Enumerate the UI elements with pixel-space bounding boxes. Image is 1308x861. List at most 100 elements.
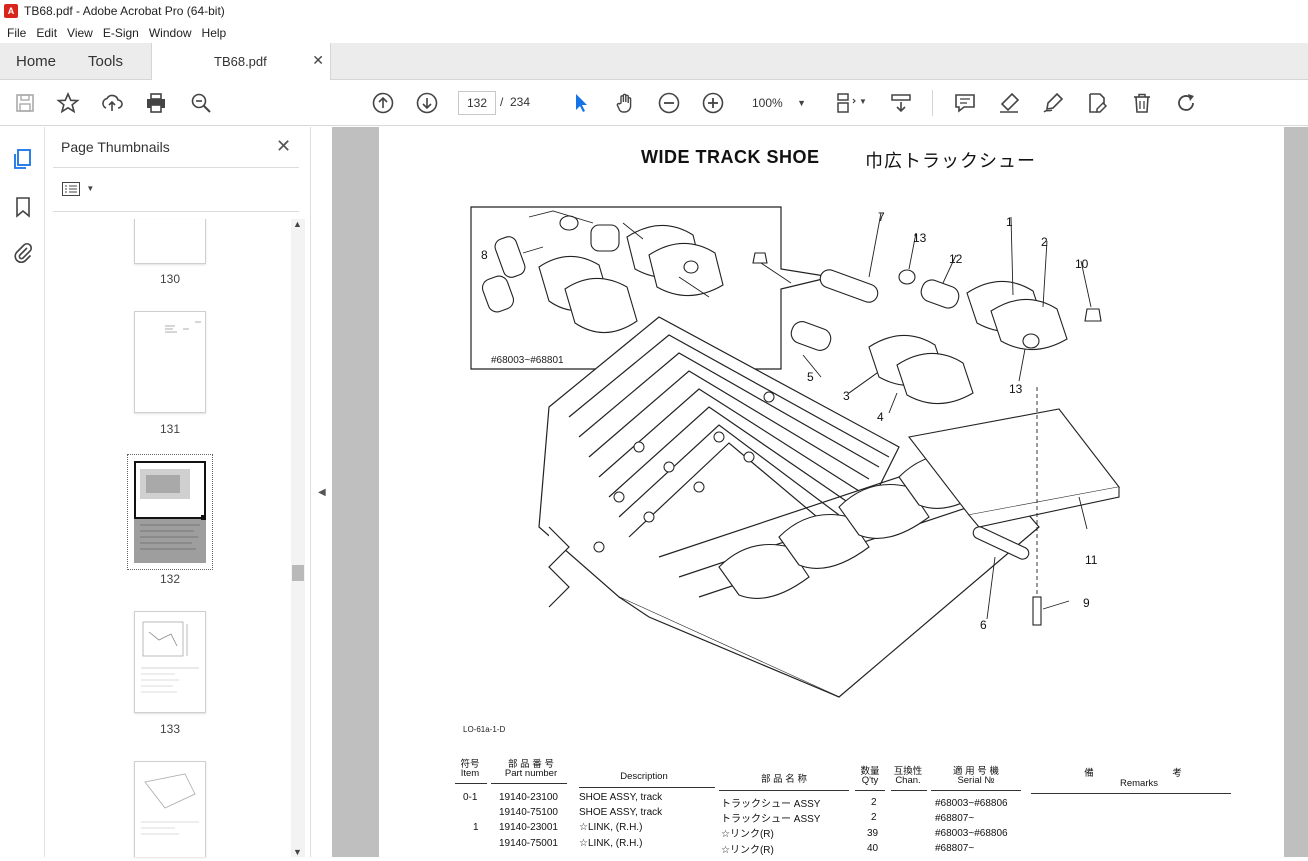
page-title-english: WIDE TRACK SHOE xyxy=(641,147,820,167)
highlight-pen-icon[interactable] xyxy=(997,91,1021,115)
callout-label: 11 xyxy=(1085,553,1098,567)
thumbnail-options-button[interactable]: ▼ xyxy=(62,181,94,196)
menu-esign[interactable]: E-Sign xyxy=(102,25,139,40)
main-toolbar: 132 / 234 100% ▼ ▼ xyxy=(0,80,1308,126)
table-rule xyxy=(455,783,487,784)
tab-home[interactable]: Home xyxy=(16,53,57,70)
callout-label: 4 xyxy=(877,410,884,424)
scrollbar-thumb[interactable] xyxy=(292,565,304,581)
cell-description: ☆LINK, (R.H.) xyxy=(579,822,643,833)
cell-description: SHOE ASSY, track xyxy=(579,792,663,803)
sign-pen-icon[interactable] xyxy=(1041,91,1065,115)
hand-tool-icon[interactable] xyxy=(613,91,637,115)
cell-serial: #68003~#68806 xyxy=(935,798,1008,809)
inset-serial-range: #68003~#68801 xyxy=(491,355,564,366)
bookmark-star-icon[interactable] xyxy=(56,91,80,115)
cell-item: 0-1 xyxy=(463,792,478,803)
callout-label: 7 xyxy=(878,210,885,224)
header-serial-en: Serial № xyxy=(957,775,995,786)
save-icon[interactable] xyxy=(13,91,37,115)
delete-trash-icon[interactable] xyxy=(1130,91,1154,115)
menu-help[interactable]: Help xyxy=(201,25,227,40)
zoom-out-icon[interactable] xyxy=(657,91,681,115)
thumbnail-preview xyxy=(141,773,199,835)
cell-part-number: 19140-75100 xyxy=(499,807,558,818)
cell-serial: #68807~ xyxy=(935,843,975,854)
thumbnail-label: 132 xyxy=(159,572,181,586)
cell-part-number: 19140-75001 xyxy=(499,838,558,849)
header-chan-en: Chan. xyxy=(895,775,921,786)
cell-description: ☆LINK, (R.H.) xyxy=(579,838,643,849)
callout-label: 13 xyxy=(913,231,927,245)
print-icon[interactable] xyxy=(144,91,168,115)
thumbnail-label: 130 xyxy=(159,272,181,286)
thumbnail-page-134[interactable] xyxy=(134,761,206,857)
previous-page-icon[interactable] xyxy=(371,91,395,115)
cell-qty: 39 xyxy=(867,828,879,839)
next-page-icon[interactable] xyxy=(415,91,439,115)
thumbnail-page-133[interactable] xyxy=(134,611,206,713)
total-pages: 234 xyxy=(510,95,531,109)
tab-bar: Home Tools TB68.pdf ✕ xyxy=(0,43,1308,80)
comment-icon[interactable] xyxy=(953,91,977,115)
thumbnail-page-132[interactable] xyxy=(134,461,206,563)
select-cursor-icon[interactable] xyxy=(569,91,593,115)
cell-serial: #68807~ xyxy=(935,813,975,824)
edit-pdf-icon[interactable] xyxy=(1085,91,1109,115)
callout-label: 5 xyxy=(807,370,814,384)
attachments-paperclip-icon[interactable] xyxy=(11,241,35,265)
zoom-level-value: 100% xyxy=(752,96,783,110)
tab-document-label: TB68.pdf xyxy=(214,54,267,69)
panel-divider xyxy=(53,211,299,212)
cell-qty: 2 xyxy=(871,797,877,808)
scroll-down-icon[interactable]: ▼ xyxy=(293,847,302,857)
zoom-search-icon[interactable] xyxy=(189,91,213,115)
header-remarks-jp-1: 備 xyxy=(1084,768,1094,779)
cell-qty: 40 xyxy=(867,843,879,854)
cell-part-name: トラックシュー ASSY xyxy=(721,799,821,810)
menu-view[interactable]: View xyxy=(67,25,93,40)
share-upload-icon[interactable] xyxy=(100,91,124,115)
page-layout-chevron-icon[interactable]: ▼ xyxy=(859,97,867,106)
page-number-input[interactable]: 132 xyxy=(458,91,496,115)
callout-label: 10 xyxy=(1075,257,1089,271)
thumbnail-page-130[interactable] xyxy=(134,219,206,264)
rotate-redo-icon[interactable] xyxy=(1174,91,1198,115)
header-serial-jp: 適 用 号 機 xyxy=(953,766,999,777)
zoom-level-dropdown[interactable]: 100% ▼ xyxy=(746,91,812,115)
panel-splitter[interactable]: ◀ xyxy=(310,127,332,857)
cell-description: SHOE ASSY, track xyxy=(579,807,663,818)
tab-document[interactable]: TB68.pdf ✕ xyxy=(151,43,331,80)
cell-qty: 2 xyxy=(871,812,877,823)
menu-window[interactable]: Window xyxy=(148,25,192,40)
header-part-jp: 部 品 番 号 xyxy=(508,759,554,770)
document-view[interactable]: WIDE TRACK SHOE 巾広トラックシュー xyxy=(332,127,1308,857)
thumbnail-label: 131 xyxy=(159,422,181,436)
table-rule xyxy=(931,790,1021,791)
callout-label: 6 xyxy=(980,618,987,632)
menu-file[interactable]: File xyxy=(7,25,27,40)
scroll-up-icon[interactable]: ▲ xyxy=(293,219,302,229)
page-separator: / xyxy=(500,95,504,109)
menu-edit[interactable]: Edit xyxy=(36,25,58,40)
callout-label: 12 xyxy=(949,252,963,266)
callout-label: 3 xyxy=(843,389,850,403)
callout-label: 1 xyxy=(1006,215,1013,229)
tab-tools[interactable]: Tools xyxy=(88,53,124,70)
close-panel-icon[interactable]: ✕ xyxy=(276,136,292,156)
header-chan-jp: 互換性 xyxy=(893,766,923,777)
thumbnail-scrollbar[interactable]: ▲ ▼ xyxy=(291,219,305,857)
pdf-page: WIDE TRACK SHOE 巾広トラックシュー xyxy=(379,127,1284,857)
cell-part-name: トラックシュー ASSY xyxy=(721,814,821,825)
thumbnail-label: 133 xyxy=(159,722,181,736)
bookmarks-icon[interactable] xyxy=(11,195,35,219)
page-thumbnails-icon[interactable] xyxy=(11,147,35,171)
zoom-in-icon[interactable] xyxy=(701,91,725,115)
collapse-panel-icon[interactable]: ◀ xyxy=(318,487,326,498)
close-tab-icon[interactable]: ✕ xyxy=(312,52,324,68)
cell-item: 1 xyxy=(473,822,479,833)
page-layout-icon[interactable] xyxy=(834,91,858,115)
scroll-mode-icon[interactable] xyxy=(889,91,913,115)
chevron-down-icon: ▼ xyxy=(86,184,95,194)
thumbnail-page-131[interactable] xyxy=(134,311,206,413)
